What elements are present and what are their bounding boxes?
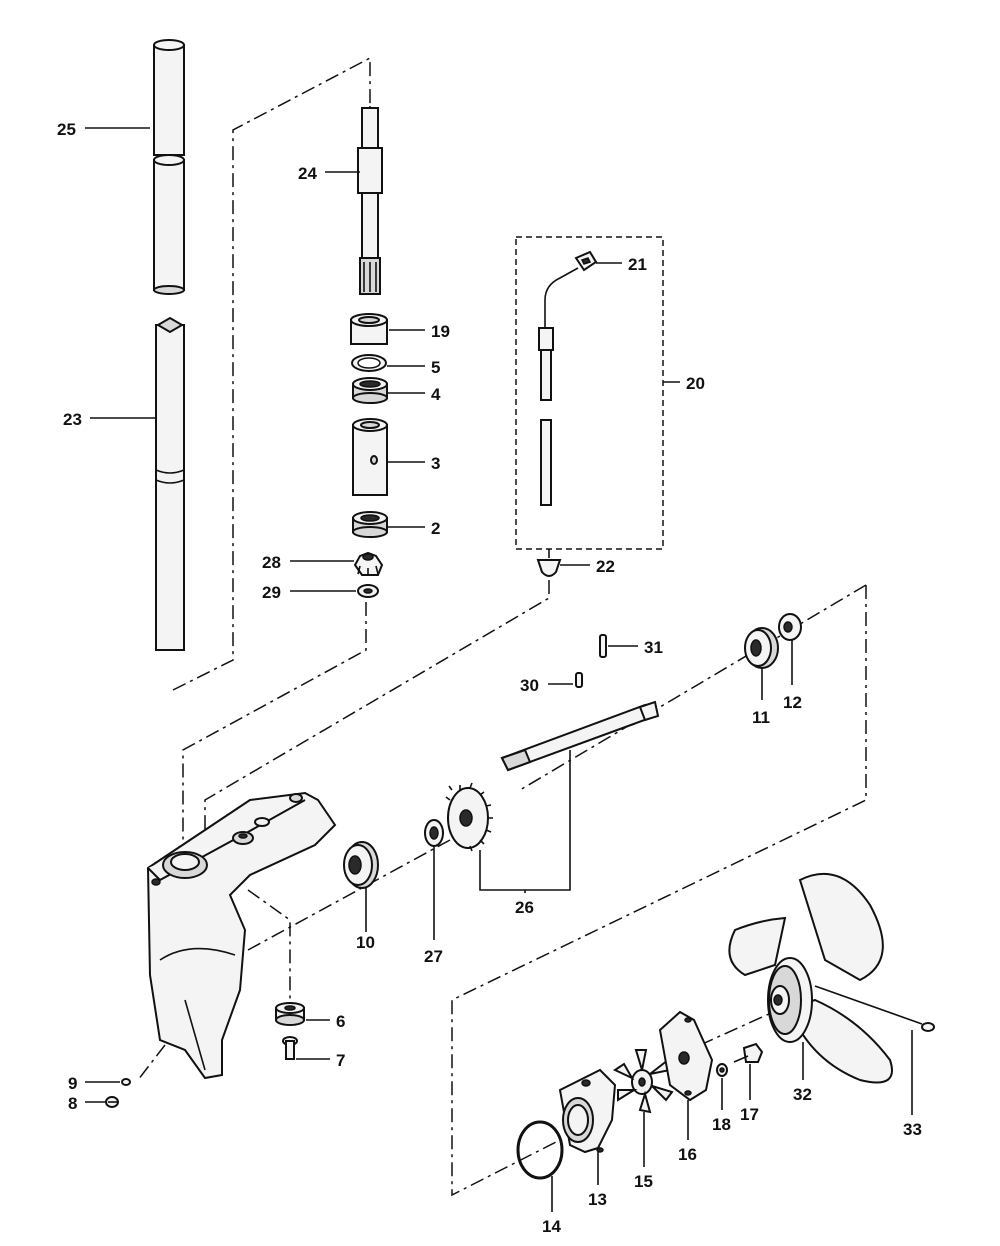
callout-12: 12 bbox=[783, 693, 802, 712]
callout-3: 3 bbox=[431, 454, 440, 473]
part-washer-27 bbox=[424, 819, 444, 847]
part-sleeve-3 bbox=[352, 418, 388, 496]
callout-18: 18 bbox=[712, 1115, 731, 1134]
callout-30: 30 bbox=[520, 676, 539, 695]
callout-8: 8 bbox=[68, 1094, 77, 1113]
callout-5: 5 bbox=[431, 358, 440, 377]
part-grommet-21 bbox=[574, 250, 598, 272]
callout-20: 20 bbox=[686, 374, 705, 393]
callout-10: 10 bbox=[356, 933, 375, 952]
part-bearing-11 bbox=[744, 627, 779, 669]
callout-29: 29 bbox=[262, 583, 281, 602]
callout-4: 4 bbox=[431, 385, 441, 404]
part-pinion-28 bbox=[353, 551, 384, 576]
part-bolt-17 bbox=[733, 1042, 764, 1063]
callout-19: 19 bbox=[431, 322, 450, 341]
part-tube-upper bbox=[153, 39, 185, 295]
callout-23: 23 bbox=[63, 410, 82, 429]
callout-17: 17 bbox=[740, 1105, 759, 1124]
callout-7: 7 bbox=[336, 1051, 345, 1070]
callout-16: 16 bbox=[678, 1145, 697, 1164]
part-pin-31 bbox=[599, 634, 607, 658]
part-plate-16 bbox=[658, 1010, 714, 1102]
callout-15: 15 bbox=[634, 1172, 653, 1191]
part-spacer-6 bbox=[275, 1002, 305, 1026]
part-impeller-15 bbox=[612, 1049, 674, 1114]
part-gear-26 bbox=[445, 782, 493, 852]
part-grommet-22 bbox=[536, 549, 562, 577]
part-cotter-pin-33 bbox=[814, 985, 935, 1032]
leader-lines bbox=[85, 127, 913, 1212]
callout-32: 32 bbox=[793, 1085, 812, 1104]
part-screw-8 bbox=[105, 1096, 119, 1108]
callout-9: 9 bbox=[68, 1074, 77, 1093]
callout-labels: 25 24 23 19 5 4 3 2 28 29 21 20 22 31 30… bbox=[57, 120, 922, 1236]
part-washer-18 bbox=[716, 1063, 728, 1077]
part-bearing-10 bbox=[343, 841, 379, 889]
part-pin-30 bbox=[575, 672, 583, 688]
callout-26: 26 bbox=[515, 898, 534, 917]
part-screw-7 bbox=[282, 1036, 298, 1060]
part-drive-shaft-long bbox=[155, 316, 185, 651]
part-pump-housing-13 bbox=[558, 1068, 617, 1154]
callout-14: 14 bbox=[542, 1217, 561, 1236]
callout-27: 27 bbox=[424, 947, 443, 966]
callout-24: 24 bbox=[298, 164, 317, 183]
callout-22: 22 bbox=[596, 557, 615, 576]
part-washer-5 bbox=[351, 354, 387, 372]
part-propeller-32 bbox=[728, 872, 893, 1084]
kit-box-20 bbox=[515, 236, 680, 550]
part-nut-29 bbox=[357, 584, 379, 598]
callout-11: 11 bbox=[752, 708, 770, 727]
callout-33: 33 bbox=[903, 1120, 922, 1139]
callout-21: 21 bbox=[628, 255, 647, 274]
assembly-lines bbox=[137, 56, 867, 1197]
callout-28: 28 bbox=[262, 553, 281, 572]
callout-2: 2 bbox=[431, 519, 440, 538]
part-gearcase-housing bbox=[146, 791, 337, 1080]
callout-6: 6 bbox=[336, 1012, 345, 1031]
part-bushing-19 bbox=[350, 313, 388, 345]
part-water-tube bbox=[538, 267, 579, 506]
part-propeller-shaft bbox=[500, 700, 660, 772]
callout-25: 25 bbox=[57, 120, 76, 139]
part-washer-9 bbox=[121, 1078, 131, 1086]
part-o-ring-14 bbox=[516, 1120, 564, 1180]
callout-13: 13 bbox=[588, 1190, 607, 1209]
part-bearing-2 bbox=[352, 511, 388, 538]
bracket-26 bbox=[479, 750, 571, 891]
part-bearing-4 bbox=[352, 377, 388, 404]
callout-31: 31 bbox=[644, 638, 663, 657]
part-washer-12 bbox=[778, 613, 802, 641]
part-drive-shaft-24 bbox=[357, 107, 383, 295]
